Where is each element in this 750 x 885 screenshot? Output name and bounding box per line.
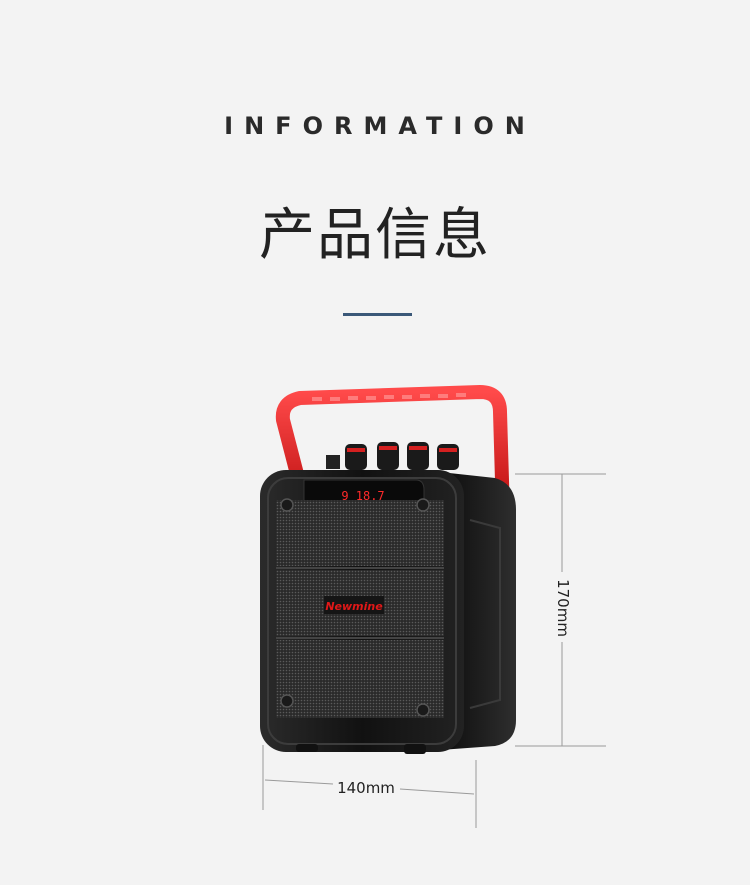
section-title-chinese: 产品信息 [259, 203, 491, 268]
brand-logo: Newmine [325, 600, 383, 613]
dimension-lines [262, 473, 606, 828]
control-knobs [326, 442, 459, 470]
display-readout: 9 18.7 [341, 489, 384, 503]
title-divider [343, 313, 412, 316]
corner-screws [280, 498, 430, 717]
width-dimension-label: 140mm [337, 779, 395, 797]
section-title-english: INFORMATION [224, 112, 536, 140]
height-dimension-label: 170mm [554, 579, 572, 637]
